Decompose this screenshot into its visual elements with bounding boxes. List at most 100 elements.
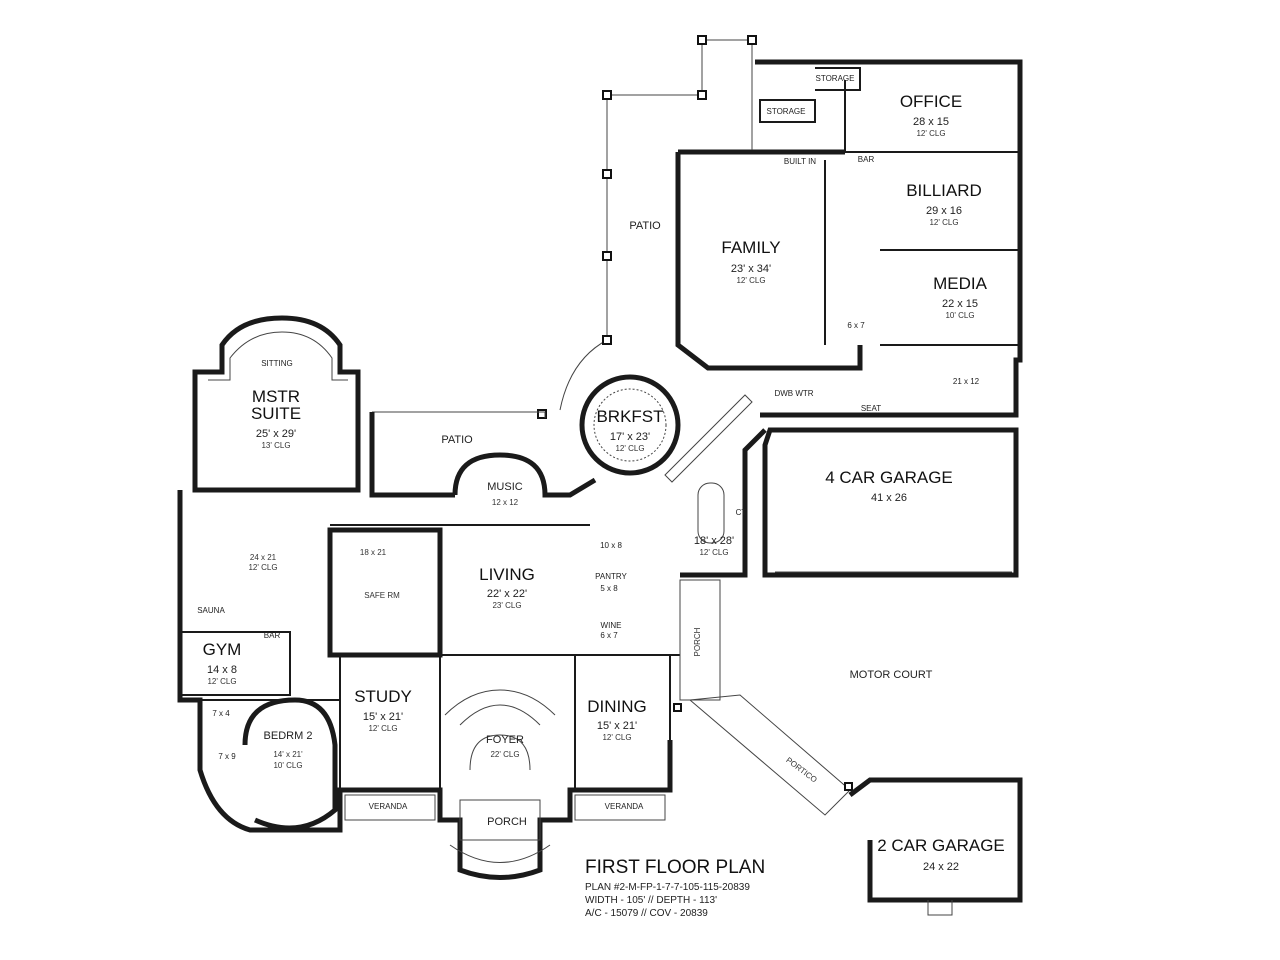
mstr-dim: 25' x 29'	[256, 428, 296, 440]
patio-column	[602, 169, 612, 179]
bath-dim: 24 x 21	[250, 553, 277, 562]
veranda-left-label: VERANDA	[369, 802, 408, 811]
front-porch-arc	[449, 844, 551, 863]
kitchen-wall	[680, 428, 767, 578]
garage4-dim: 41 x 26	[871, 492, 907, 504]
plan-title: FIRST FLOOR PLAN	[585, 857, 765, 878]
office-label: OFFICE	[900, 92, 962, 111]
study-dim: 15' x 21'	[363, 711, 403, 723]
bar2-label: BAR	[264, 631, 281, 640]
dining-label: DINING	[587, 697, 647, 716]
east-wing-wall	[755, 59, 1023, 418]
front-porch-outline	[459, 799, 541, 841]
portico-label: PORTICO	[784, 755, 818, 784]
bedroom2-bay	[242, 697, 338, 831]
patio-mid-label: PATIO	[441, 434, 473, 446]
closet-b-dim: 7 x 9	[218, 752, 236, 761]
bar-label: BAR	[858, 155, 875, 164]
sitting-label: SITTING	[261, 359, 293, 368]
foyer-label: FOYER	[486, 734, 524, 746]
porch-front-label: PORCH	[487, 816, 527, 828]
utility-dim: 10 x 8	[600, 541, 622, 550]
mstr-clg: 13' CLG	[261, 441, 290, 450]
storage-box	[759, 99, 816, 123]
patio-column	[747, 35, 757, 45]
bedrm2-label: BEDRM 2	[264, 730, 313, 742]
garage2-wall	[848, 777, 1023, 903]
garage4-wall	[762, 427, 1019, 578]
breakfast-rug	[593, 388, 667, 462]
storage-top-label: STORAGE	[816, 74, 855, 83]
master-sitting-bay	[208, 331, 348, 381]
patio-column	[602, 251, 612, 261]
veranda-left	[344, 794, 436, 821]
foyer-stair-left	[444, 689, 556, 716]
gym-outline	[180, 631, 291, 696]
portico-column	[673, 703, 682, 712]
seat-label: SEAT	[861, 404, 881, 413]
pantry-dim: 5 x 8	[600, 584, 618, 593]
study-outline	[339, 655, 441, 790]
plan-width-depth: WIDTH - 105' // DEPTH - 113'	[585, 895, 717, 906]
kitchen-island	[664, 394, 753, 483]
kitchen-counter	[697, 482, 725, 544]
media-label: MEDIA	[933, 274, 988, 293]
billiard-dim: 29 x 16	[926, 205, 962, 217]
master-suite-wall	[192, 315, 361, 493]
garage4-label: 4 CAR GARAGE	[825, 468, 953, 487]
foyer-clg: 22' CLG	[490, 750, 519, 759]
kitchen-dim: 18' x 28'	[694, 535, 734, 547]
patio-column	[697, 35, 707, 45]
bedrm2-clg: 10' CLG	[273, 761, 302, 770]
suite-label: SUITE	[251, 404, 301, 423]
study-clg: 12' CLG	[368, 724, 397, 733]
patio-mid-outline	[372, 411, 546, 418]
portico-outline	[688, 694, 851, 816]
gym-label: GYM	[203, 640, 242, 659]
plan-area: A/C - 15079 // COV - 20839	[585, 908, 708, 919]
closet-dim: 18 x 21	[360, 548, 387, 557]
billiard-clg: 12' CLG	[929, 218, 958, 227]
family-room-wall	[675, 149, 863, 371]
mstr-label: MSTR	[252, 387, 300, 406]
office-clg: 12' CLG	[916, 129, 945, 138]
living-dim: 22' x 22'	[487, 588, 527, 600]
garage2-dim: 24 x 22	[923, 861, 959, 873]
patio-top-label: PATIO	[629, 220, 661, 232]
living-clg: 23' CLG	[492, 601, 521, 610]
garage2-label: 2 CAR GARAGE	[877, 836, 1005, 855]
porch-side-label: PORCH	[693, 627, 702, 656]
office-dim: 28 x 15	[913, 116, 949, 128]
foyer-arch	[469, 734, 531, 771]
study-label: STUDY	[354, 687, 412, 706]
media-dim: 22 x 15	[942, 298, 978, 310]
dining-outline	[574, 655, 671, 790]
storage-lower-label: STORAGE	[767, 107, 806, 116]
billiard-label: BILLIARD	[906, 181, 982, 200]
media-clg: 10' CLG	[945, 311, 974, 320]
patio-top-outline	[559, 39, 753, 411]
ct-label: CT	[736, 508, 747, 517]
safe-label: SAFE RM	[364, 591, 400, 600]
dining-clg: 12' CLG	[602, 733, 631, 742]
laundry-dim: 21 x 12	[953, 377, 980, 386]
plan-number: PLAN #2-M-FP-1-7-7-105-115-20839	[585, 882, 750, 893]
kitchen-clg: 12' CLG	[699, 548, 728, 557]
patio-column	[602, 90, 612, 100]
family-label: FAMILY	[721, 238, 780, 257]
family-clg: 12' CLG	[736, 276, 765, 285]
brkfst-label: BRKFST	[596, 407, 663, 426]
pantry-label: PANTRY	[595, 572, 627, 581]
brkfst-dim: 17' x 23'	[610, 431, 650, 443]
patio-column	[697, 90, 707, 100]
dwb-label: DWB WTR	[774, 389, 813, 398]
breakfast-bay	[579, 374, 681, 476]
living-label: LIVING	[479, 565, 535, 584]
veranda-right-label: VERANDA	[605, 802, 644, 811]
music-room-wall	[452, 452, 597, 498]
bath-clg: 12' CLG	[248, 563, 277, 572]
motor-court-label: MOTOR COURT	[850, 669, 933, 681]
closet-a-dim: 7 x 4	[212, 709, 230, 718]
